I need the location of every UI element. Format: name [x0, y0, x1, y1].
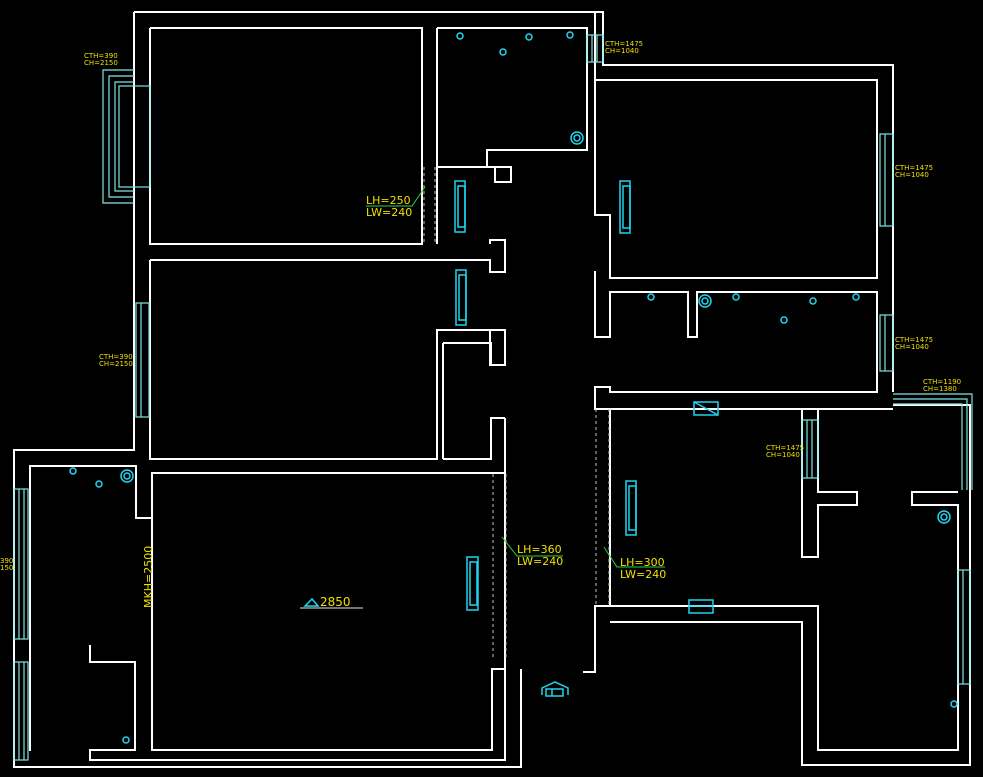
- window-tag-ch: CH=2150: [84, 59, 118, 67]
- ceiling-height-label: 2850: [320, 595, 351, 609]
- beam-lh: LH=250: [366, 194, 411, 207]
- radiators: [454, 180, 637, 611]
- ceiling-lights: [69, 31, 958, 744]
- walls: [13, 11, 971, 768]
- ceiling-height-marker: [300, 597, 363, 609]
- entrance-icon: [541, 681, 569, 697]
- leader-lines: [366, 186, 665, 568]
- window-tag-ch: CH=1040: [605, 47, 639, 55]
- window-tag-cth: CTH=390: [84, 52, 118, 60]
- window-tag-ch: 150: [0, 564, 13, 572]
- beam-lw: LW=240: [366, 206, 412, 219]
- beam-lines: [423, 167, 610, 658]
- window-tag-ch: CH=1380: [923, 385, 957, 393]
- window-tag-cth: CTH=1190: [923, 378, 961, 386]
- window-tag-cth: 390: [0, 557, 13, 565]
- vent-units: [688, 401, 719, 614]
- window-tag-cth: CTH=1475: [895, 164, 933, 172]
- window-tag-cth: CTH=390: [99, 353, 133, 361]
- window-tags: CTH=390 CH=2150 CTH=1475 CH=1040 CTH=147…: [0, 40, 961, 572]
- window-tag-ch: CH=1040: [895, 343, 929, 351]
- window-tag-ch: CH=1040: [766, 451, 800, 459]
- windows: [13, 34, 973, 761]
- beam-lw: LW=240: [620, 568, 666, 581]
- window-tag-cth: CTH=1475: [895, 336, 933, 344]
- window-tag-cth: CTH=1475: [766, 444, 804, 452]
- window-tag-cth: CTH=1475: [605, 40, 643, 48]
- beam-labels: LH=250 LW=240 LH=360 LW=240 LH=300 LW=24…: [366, 194, 666, 581]
- beam-lh: LH=300: [620, 556, 665, 569]
- beam-lh: LH=360: [517, 543, 562, 556]
- window-tag-ch: CH=2150: [99, 360, 133, 368]
- window-tag-ch: CH=1040: [895, 171, 929, 179]
- mkh-label: MKH=2500: [142, 546, 155, 608]
- beam-lw: LW=240: [517, 555, 563, 568]
